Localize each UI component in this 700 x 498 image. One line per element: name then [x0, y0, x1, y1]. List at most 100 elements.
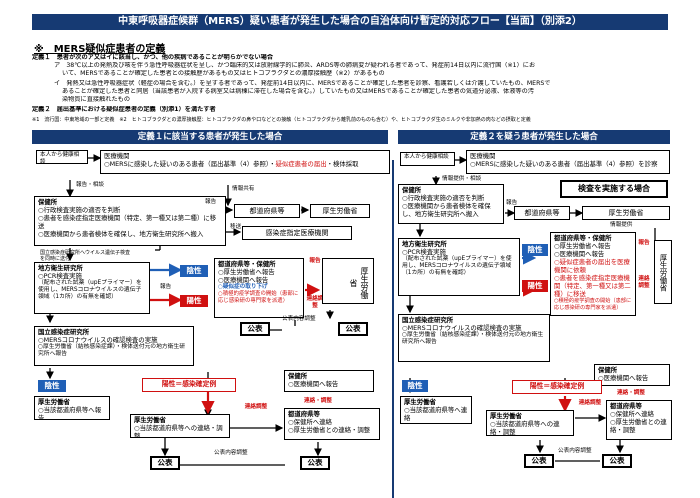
left-label-transport: 移送 — [230, 224, 242, 230]
left-prefbox-item-2: ○医療機関へ報告 — [218, 276, 269, 284]
right-pref-box: 都道府県等 — [514, 206, 570, 220]
left-kohyo-4: 公表 — [300, 456, 330, 470]
right-hc-title: 保健所 — [402, 186, 422, 194]
left-pref2-box: 都道府県等 ○保健所へ連絡 ○厚生労働省との連絡・調整 — [284, 408, 380, 440]
right-kohyo-1: 公表 — [524, 454, 554, 468]
right-clinic-note: ○MERSに感染した疑いのある患者（届出基準（4）参照）を診察 — [470, 160, 658, 168]
right-pref2-item-1: ○保健所へ連絡 — [610, 410, 654, 418]
left-positive-badge: 陽性 — [180, 295, 208, 307]
definition-1: 定義１ 患者が次のア又はイに該当し、かつ、他の疾病であることが明らかでない場合 — [32, 54, 274, 61]
left-label-info-share: 情報共有 — [232, 186, 255, 192]
left-prefbox-title: 都道府県等・保健所 — [218, 260, 276, 268]
right-pref-hc-box: 都道府県等・保健所 ○厚生労働省へ報告 ○医療機関へ報告 ○疑似症患者の届出を医… — [550, 232, 636, 316]
right-positive-badge: 陽性 — [522, 280, 548, 292]
right-lab-box: 地方衛生研究所 ○PCR検査実施 （配布された試薬（upEプライマー）を使用し、… — [398, 238, 520, 296]
left-prefbox-item-1: ○厚生労働省へ報告 — [218, 268, 275, 276]
left-hc-item-2: ○患者を感染症指定医療機関（特定、第一種又は第二種）に移送 — [38, 214, 217, 230]
left-mhlw2-title: 厚生労働省 — [38, 398, 70, 406]
right-label-coord2: 連絡調整 — [578, 400, 602, 406]
right-niid-item-1: ○MERSコロナウイルスの確認検査の実施 — [402, 324, 522, 332]
definition-note: ※1 流行国：中東地域の一部と定義 ※2 ヒトコブラクダとの濃厚接触歴：ヒトコブ… — [32, 117, 531, 123]
right-label-report2: 報告 — [638, 240, 650, 246]
left-kohyo-3: 公表 — [150, 456, 180, 470]
left-kohyo-2: 公表 — [338, 322, 368, 336]
left-patient-box: 本人から健康相談 — [36, 150, 88, 164]
left-clinic-note-tail: ・検体採取 — [326, 160, 359, 168]
right-negative-badge-2: 陰性 — [402, 380, 428, 392]
left-health-center-box: 保健所 ○行政検査実施の適否を判断 ○患者を感染症指定医療機関（特定、第一種又は… — [34, 196, 226, 246]
left-label-niid-submit: 国立感染症研究所へウイルス遺伝子検査を同時に送付 — [40, 250, 131, 262]
definition-1a-line2: いて、MERSであることが確定した患者との接触歴があるもの又はヒトコブラクダとの… — [62, 70, 385, 77]
right-hc2-item-1: ○医療機関へ報告 — [598, 374, 649, 382]
right-mhlw3-title: 厚生労働省 — [490, 412, 522, 420]
right-prefbox-item-3: ○疑似症患者の届出を医療機関に依頼 — [554, 258, 630, 274]
left-mhlw3-item-1: ○当該都道府県等への連絡・調整 — [134, 424, 223, 438]
right-mhlw2-title: 厚生労働省 — [404, 398, 436, 406]
left-lab-item-1: ○PCR検査実施 — [38, 272, 82, 280]
left-label-kohyo-coord: 公表内容調整 — [282, 316, 316, 322]
left-pref-hc-box: 都道府県等・保健所 ○厚生労働省へ報告 ○医療機関へ報告 ○疑似症の取り下げ ○… — [214, 258, 304, 318]
left-mhlw3-title: 厚生労働省 — [134, 416, 166, 424]
right-prefbox-item-4: ○患者を感染症指定医療機関（特定、第一種又は第二種）に移送 — [554, 274, 631, 298]
right-prefbox-item-1: ○厚生労働省へ報告 — [554, 242, 611, 250]
right-prefbox-item-5: ○積極的疫学調査の開始（患部に応じ感染研の専門家を派遣） — [554, 298, 632, 311]
left-mhlw2-item-1: ○当該都道府県等へ報告 — [38, 406, 102, 420]
right-pref2-box: 都道府県等 ○保健所へ連絡 ○厚生労働省との連絡・調整 — [606, 400, 672, 440]
left-prefbox-item-3: ○疑似症の取り下げ — [218, 284, 268, 290]
left-mhlw-box: 厚生労働省 — [310, 204, 370, 218]
right-confirmed-badge: 陽性＝感染確定例 — [512, 380, 602, 394]
left-mhlw2-box: 厚生労働省 ○当該都道府県等へ報告 — [34, 396, 110, 420]
definition-1a-line1: ア 38℃以上の発熱及び咳を伴う急性呼吸器症状を呈し、かつ臨床的又は放射線学的に… — [54, 62, 536, 69]
left-label-report: 報告 — [205, 199, 217, 205]
left-mhlw-side-box: 厚生労働省 — [322, 258, 374, 304]
left-hc-item-1: ○行政検査実施の適否を判断 — [38, 206, 121, 214]
right-pref2-title: 都道府県等 — [610, 402, 642, 410]
right-hc2-title: 保健所 — [598, 366, 618, 374]
right-mhlw-vertical-box: 厚生労働省 — [654, 240, 672, 304]
left-lab-item-2: （配布された試薬（upEプライマー）を使用し、MERSコロナウイルスの遺伝子領域… — [38, 280, 142, 300]
right-lab-title: 地方衛生研究所 — [402, 240, 447, 248]
left-niid-title: 国立感染症研究所 — [38, 328, 90, 336]
left-niid-box: 国立感染症研究所 ○MERSコロナウイルスの確認検査の実施 ○厚生労働省（結核感… — [34, 326, 194, 366]
left-clinic-title: 医療機関 — [104, 152, 130, 160]
right-label-report: 報告 — [506, 200, 518, 206]
definition-1i-line1: イ 発熱又は急性呼吸器症状（軽症の場合を含む。）を呈する者であって、発症前14日… — [54, 80, 551, 87]
left-designated-hospital-box: 感染症指定医療機関 — [242, 226, 352, 240]
left-label-coord2: 連絡調整 — [244, 404, 268, 410]
left-hc-item-3: ○医療機関から患者検体を確保し、地方衛生研究所へ搬入 — [38, 230, 204, 238]
right-hc-item-1: ○行政検査実施の適否を判断 — [402, 194, 485, 202]
right-mhlw2-item-1: ○当該都道府県等へ連絡 — [404, 406, 468, 422]
right-label-info: 情報提供・相談 — [442, 176, 482, 182]
left-negative-badge-2: 陰性 — [38, 380, 66, 392]
column-divider — [392, 160, 394, 498]
left-confirmed-badge: 陽性＝感染確定例 — [142, 378, 236, 392]
right-niid-box: 国立感染症研究所 ○MERSコロナウイルスの確認検査の実施 ○厚生労働省（結核感… — [398, 314, 550, 362]
definition-2: 定義２ 届出基準における疑似症患者の定義（別添1）を満たす者 — [32, 106, 216, 113]
right-patient-box: 本人から健康相談 — [400, 152, 455, 166]
left-clinic-box: 医療機関 ○MERSに感染した疑いのある患者（届出基準（4）参照）・疑似症患者の… — [100, 150, 390, 174]
right-mhlw-box: 厚生労働省 — [582, 206, 670, 220]
left-lab-title: 地方衛生研究所 — [38, 264, 83, 272]
left-pref2-item-2: ○厚生労働省との連絡・調整 — [288, 426, 371, 434]
right-label-contact2: 連絡・調整 — [617, 390, 645, 396]
left-negative-badge: 陰性 — [180, 265, 208, 277]
left-hc-title: 保健所 — [38, 198, 58, 206]
right-negative-badge: 陰性 — [522, 244, 548, 256]
left-mhlw3-box: 厚生労働省 ○当該都道府県等への連絡・調整 — [130, 414, 230, 438]
right-mhlw2-box: 厚生労働省 ○当該都道府県等へ連絡 — [400, 396, 472, 424]
right-pref2-item-2: ○厚生労働省との連絡・調整 — [610, 418, 667, 434]
left-niid-item-1: ○MERSコロナウイルスの確認検査の実施 — [38, 336, 158, 344]
left-kohyo-1: 公表 — [240, 322, 270, 336]
right-lab-item-2: （配布された試薬（upEプライマー）を使用し、MERSコロナウイルスの遺伝子領域… — [402, 256, 512, 276]
right-hc-item-2: ○医療機関から患者検体を確保し、地方衛生研究所へ搬入 — [402, 202, 491, 218]
left-label-coordinate: 連絡調整 — [306, 296, 324, 309]
definition-1i-line2: あることが確定した患者と同居（当該患者が入院する病室又は病棟に滞在した場合を含む… — [62, 88, 534, 95]
left-section-header: 定義１に該当する患者が発生した場合 — [32, 130, 388, 144]
definition-heading: ※ MERS疑似症患者の定義 — [34, 44, 166, 55]
right-prefbox-title: 都道府県等・保健所 — [554, 234, 612, 242]
left-label-kohyo-coord2: 公表内容調整 — [214, 450, 248, 456]
right-label-coord: 連絡調整 — [638, 276, 650, 289]
right-niid-item-2: ○厚生労働省（結核感染症課）・検体送付元の地方衛生研究所へ報告 — [402, 332, 544, 345]
left-hc2-item-1: ○医療機関へ報告 — [288, 380, 339, 388]
right-niid-title: 国立感染症研究所 — [402, 316, 454, 324]
